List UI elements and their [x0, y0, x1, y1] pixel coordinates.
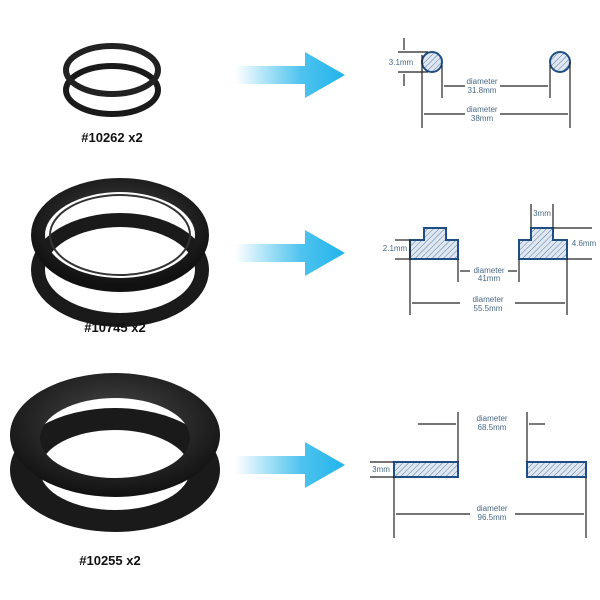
dimension-label: 4.6mm [572, 239, 597, 248]
dimension-label: 41mm [478, 274, 501, 283]
dimension-label: diameter [466, 77, 497, 86]
dimension-label: 38mm [471, 114, 494, 123]
arrow-icon [235, 52, 345, 98]
part-label-10262: #10262 x2 [81, 130, 142, 145]
dimension-label: diameter [466, 105, 497, 114]
dimension-label: 3.1mm [389, 58, 414, 67]
arrow-icon [235, 442, 345, 488]
dimension-label: 2.1mm [383, 244, 408, 253]
washer-cross-section: diameter 68.5mm 3mm diameter 96.5mm [370, 412, 587, 538]
stepped-ring-cross-section: 2.1mm 3mm 4.6mm diameter 41mm diameter 5… [383, 204, 597, 315]
dimension-label: diameter [473, 266, 504, 275]
dimension-label: diameter [476, 414, 507, 423]
dimension-label: 3mm [372, 465, 390, 474]
dimension-label: 68.5mm [478, 423, 507, 432]
dimension-label: diameter [472, 295, 503, 304]
flat-washer-pair [10, 373, 220, 532]
stepped-ring-pair [31, 178, 209, 327]
dimension-label: 55.5mm [474, 304, 503, 313]
arrow-icon [235, 230, 345, 276]
part-label-10745: #10745 x2 [84, 320, 145, 335]
dimension-label: 96.5mm [478, 513, 507, 522]
dimension-label: 31.8mm [468, 86, 497, 95]
o-ring-pair [63, 43, 161, 117]
dimension-label: diameter [476, 504, 507, 513]
part-label-10255: #10255 x2 [79, 553, 140, 568]
o-ring-cross-section: 3.1mm diameter 31.8mm diameter 38mm [389, 38, 571, 128]
dimension-label: 3mm [533, 209, 551, 218]
